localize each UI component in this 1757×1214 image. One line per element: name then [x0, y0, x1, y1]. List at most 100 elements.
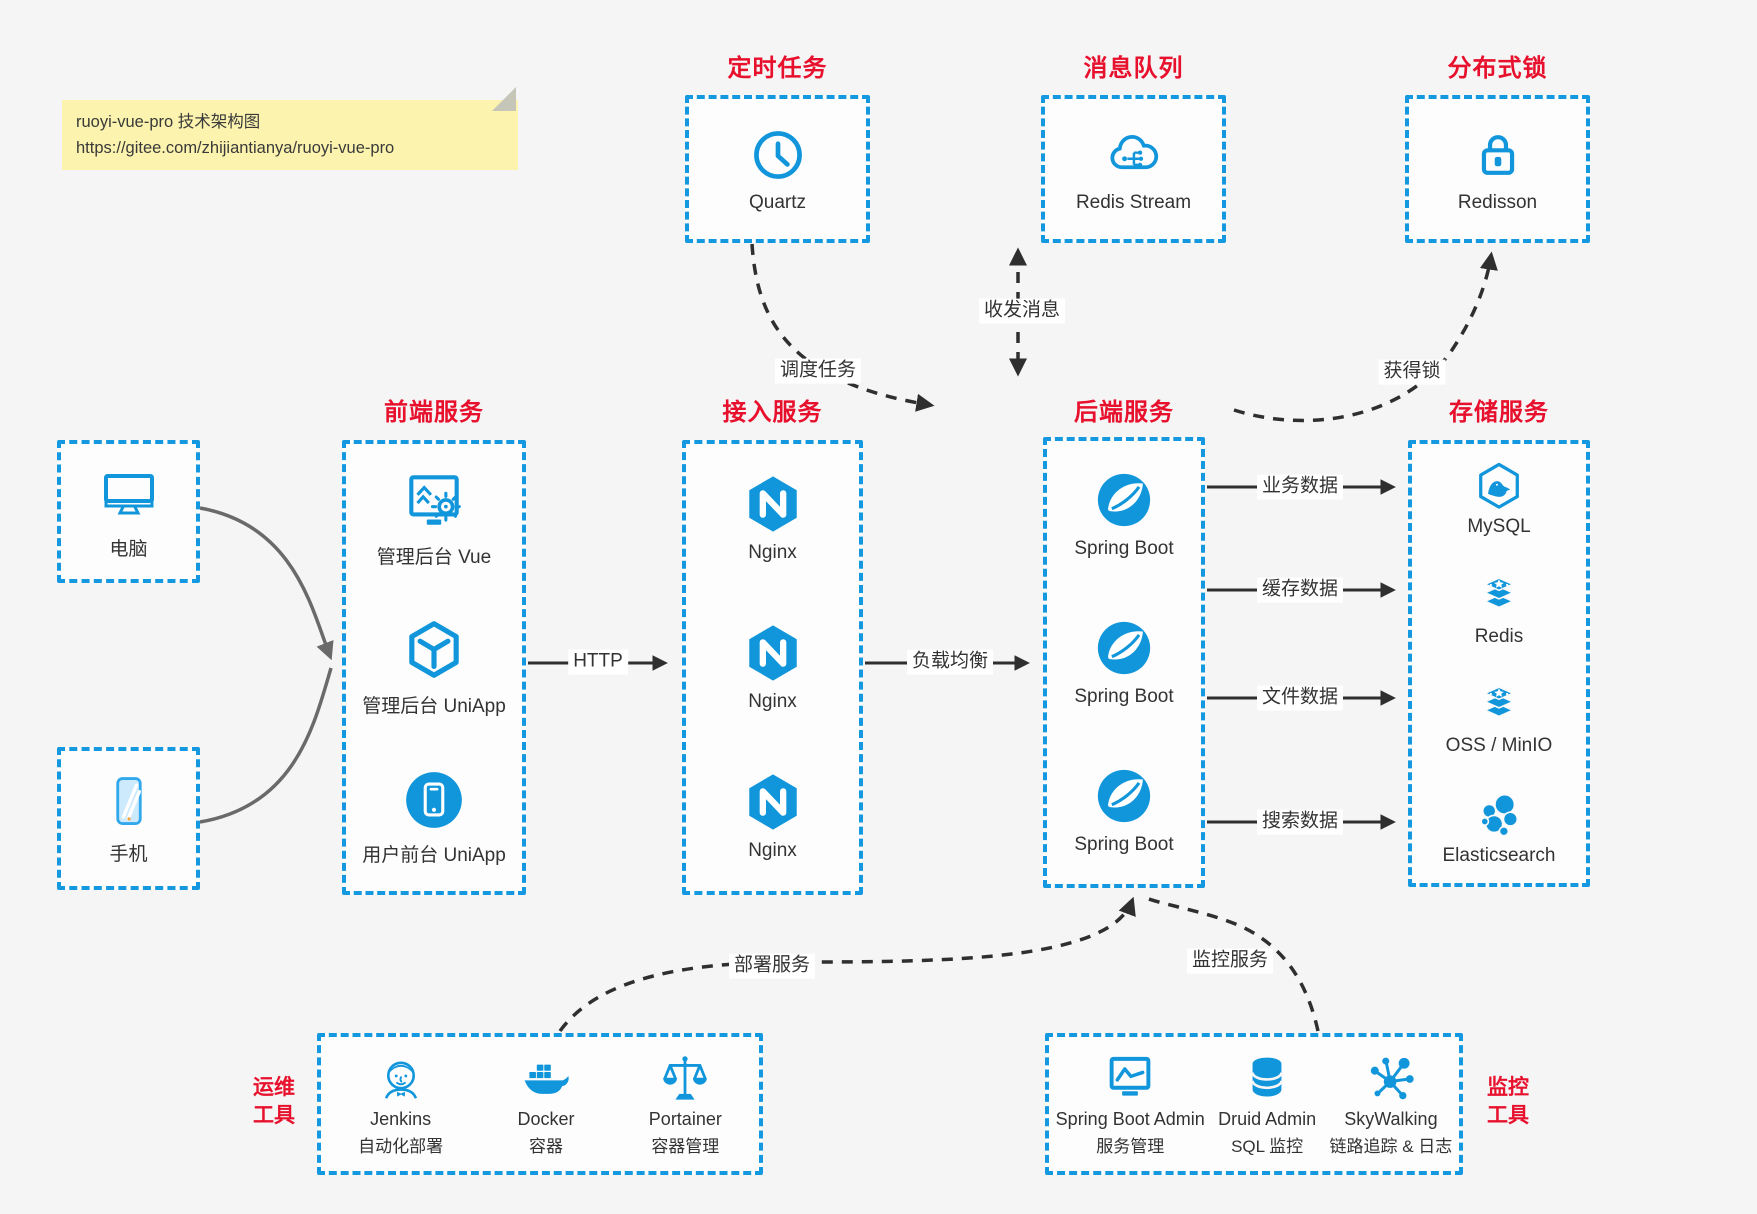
group-title-backend: 后端服务 [1074, 399, 1174, 426]
edge-phone-to-frontend [199, 667, 333, 824]
edge-label-deploy-service: 部署服务 [728, 953, 816, 979]
monitor-tools-side-label: 监控 工具 [1487, 1076, 1529, 1128]
phone-node: 手机 [99, 772, 159, 866]
skywalking-node: SkyWalking 链路追踪 & 日志 [1329, 1051, 1453, 1157]
edge-label-acquire-lock: 获得锁 [1378, 359, 1446, 385]
message-queue-box: Redis Stream [1041, 95, 1226, 243]
node-sublabel: 服务管理 [1096, 1137, 1165, 1156]
node-sublabel: 容器 [528, 1137, 563, 1156]
admin-vue-node: 管理后台 Vue [377, 469, 491, 569]
access-services-box: Nginx Nginx Nginx [682, 440, 863, 895]
node-label: Redis Stream [1075, 191, 1192, 213]
elasticsearch-icon [1473, 789, 1525, 841]
ops-tools-side-label: 运维 工具 [253, 1076, 295, 1128]
node-label: Nginx [748, 542, 797, 563]
node-sublabel: 链路追踪 & 日志 [1329, 1137, 1453, 1156]
spring-boot-node: Spring Boot [1074, 617, 1174, 708]
redisson-node: Redisson [1458, 125, 1537, 214]
mysql-node: MySQL [1467, 460, 1531, 538]
node-label: SkyWalking [1344, 1109, 1438, 1129]
desktop-icon [97, 463, 161, 527]
oss-minio-node: OSS / MinIO [1445, 679, 1553, 757]
group-title-scheduled-tasks: 定时任务 [727, 55, 828, 82]
skywalking-icon [1363, 1051, 1419, 1107]
node-label: 管理后台 UniApp [362, 695, 506, 717]
group-title-distributed-lock: 分布式锁 [1447, 55, 1548, 82]
node-label: Spring Boot [1074, 833, 1174, 855]
edge-deploy-service [558, 896, 1136, 1033]
docker-icon [518, 1051, 574, 1107]
node-label: MySQL [1467, 515, 1531, 537]
group-title-frontend: 前端服务 [384, 399, 484, 426]
node-sublabel: 自动化部署 [358, 1137, 444, 1156]
cloud-stream-icon [1103, 125, 1163, 185]
spring-boot-admin-node: Spring Boot Admin 服务管理 [1056, 1051, 1205, 1157]
node-label: Spring Boot Admin [1055, 1109, 1205, 1129]
user-uniapp-node: 用户前台 UniApp [362, 767, 506, 867]
pc-client-box: 电脑 [57, 440, 200, 583]
spring-boot-icon [1093, 617, 1155, 679]
spring-boot-icon [1093, 469, 1155, 531]
node-label: Jenkins [370, 1109, 432, 1129]
node-label: 电脑 [109, 538, 148, 560]
jenkins-icon [373, 1051, 429, 1107]
spring-boot-node: Spring Boot [1074, 469, 1174, 560]
edge-label-load-balance: 负载均衡 [906, 649, 994, 675]
ops-tools-box: Jenkins 自动化部署 Docker 容器 Portainer 容器管理 [317, 1033, 763, 1175]
redis-icon [1473, 570, 1525, 622]
nginx-icon [742, 473, 804, 535]
quartz-node: Quartz [748, 125, 808, 214]
backend-services-box: Spring Boot Spring Boot Spring Boot [1043, 437, 1205, 888]
node-sublabel: SQL 监控 [1231, 1137, 1304, 1156]
node-label: Docker [517, 1109, 575, 1129]
portainer-icon [657, 1051, 713, 1107]
nginx-node: Nginx [742, 473, 804, 564]
redis-stream-node: Redis Stream [1076, 125, 1191, 214]
quartz-box: Quartz [685, 95, 870, 243]
node-label: Quartz [748, 191, 807, 213]
group-title-access: 接入服务 [722, 399, 823, 426]
node-label: Nginx [748, 840, 797, 861]
node-label: Redis [1474, 625, 1524, 647]
nginx-icon [742, 622, 804, 684]
admin-uniapp-node: 管理后台 UniApp [362, 618, 506, 718]
node-label: Elasticsearch [1442, 845, 1556, 867]
uniapp-cube-icon [401, 618, 467, 684]
pc-node: 电脑 [97, 463, 161, 561]
node-label: 管理后台 Vue [376, 546, 492, 568]
node-label: Spring Boot [1074, 538, 1174, 560]
admin-vue-icon [401, 469, 467, 535]
edge-label-business-data: 业务数据 [1256, 474, 1344, 500]
edge-label-schedule-task: 调度任务 [774, 358, 862, 384]
phone-client-box: 手机 [57, 747, 200, 890]
edge-label-monitor-service: 监控服务 [1186, 948, 1274, 974]
monitor-tools-box: Spring Boot Admin 服务管理 Druid Admin SQL 监… [1045, 1033, 1463, 1175]
mysql-icon [1473, 460, 1525, 512]
node-label: Redisson [1457, 191, 1538, 213]
edge-pc-to-frontend [199, 506, 334, 661]
nginx-icon [742, 771, 804, 833]
note-url-line: https://gitee.com/zhijiantianya/ruoyi-vu… [76, 139, 395, 158]
lock-icon [1468, 125, 1528, 185]
node-label: Spring Boot [1074, 685, 1174, 707]
node-label: Portainer [648, 1109, 722, 1129]
group-title-storage: 存储服务 [1449, 399, 1549, 426]
jenkins-node: Jenkins 自动化部署 [358, 1051, 443, 1157]
sticky-note: ruoyi-vue-pro 技术架构图 https://gitee.com/zh… [62, 87, 518, 170]
docker-node: Docker 容器 [517, 1051, 574, 1157]
edge-label-http: HTTP [568, 649, 628, 675]
group-title-message-queue: 消息队列 [1083, 55, 1184, 82]
edge-label-search-data: 搜索数据 [1256, 809, 1344, 835]
clock-icon [748, 125, 808, 185]
node-label: 手机 [109, 843, 148, 865]
nginx-node: Nginx [742, 622, 804, 713]
portainer-node: Portainer 容器管理 [649, 1051, 722, 1157]
distributed-lock-box: Redisson [1405, 95, 1590, 243]
spring-boot-node: Spring Boot [1074, 765, 1174, 856]
oss-minio-icon [1473, 679, 1525, 731]
druid-icon [1239, 1051, 1295, 1107]
note-fold-corner-icon [492, 87, 516, 111]
node-label: OSS / MinIO [1445, 735, 1553, 757]
edge-label-file-data: 文件数据 [1256, 685, 1344, 711]
